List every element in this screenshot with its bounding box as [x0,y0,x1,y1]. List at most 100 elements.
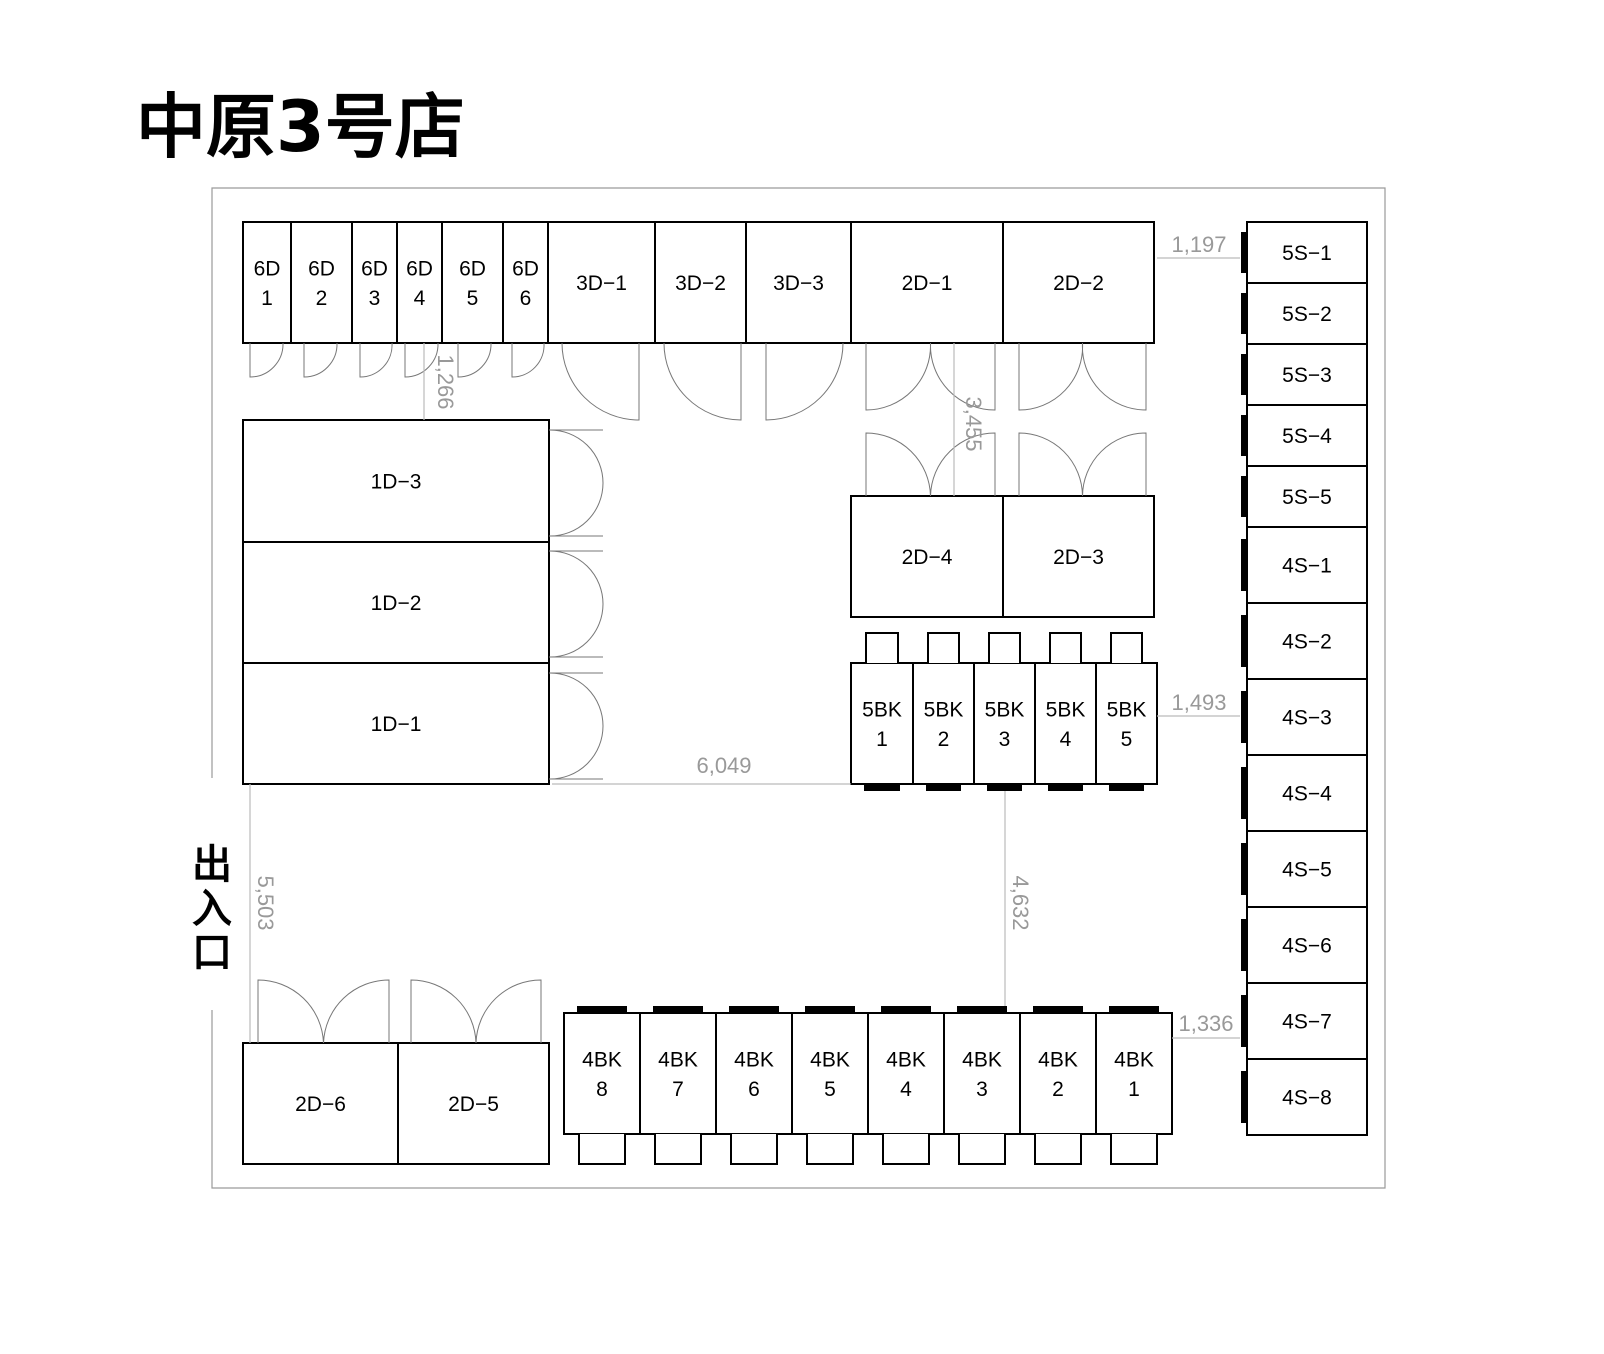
unit-4s-8-label: 4S−8 [1282,1087,1332,1110]
unit-5s-door-4 [1241,415,1247,456]
unit-5s-2-label: 5S−2 [1282,303,1332,326]
unit-5bk-door-2 [926,784,961,791]
unit-6d-5-label: 6D [459,257,486,280]
door-3d-2 [663,342,742,421]
unit-5s-3-label: 5S−3 [1282,364,1332,387]
door-6d-2 [303,342,338,378]
unit-5s-door-1 [1241,232,1247,273]
unit-4bk-notch-1 [1110,1134,1158,1165]
unit-4s-6-box [1246,906,1368,984]
unit-4bk-door-2 [1033,1006,1083,1013]
unit-4bk-door-4 [881,1006,931,1013]
unit-6d-2-label: 6D [308,257,335,280]
unit-4s-door-1 [1241,539,1247,591]
unit-4s-4-box [1246,754,1368,832]
unit-4bk-4-label: 4 [900,1078,912,1101]
unit-6d-4-label: 6D [406,257,433,280]
unit-4bk-2-label: 4BK [1038,1048,1078,1071]
unit-3d-2-box [654,221,747,344]
unit-4s-7-label: 4S−7 [1282,1011,1332,1034]
door-2d-bot-2 [410,979,542,1044]
door-1d-2 [548,550,604,658]
unit-5s-1-label: 5S−1 [1282,242,1332,265]
unit-4s-door-7 [1241,995,1247,1047]
unit-2d-top-1-box [850,221,1004,344]
unit-6d-1-label: 1 [261,287,273,310]
unit-1d-2-label: 1D−2 [371,592,422,615]
unit-6d-2-label: 2 [316,287,328,310]
door-3d-1 [561,342,640,421]
unit-4bk-6-label: 6 [748,1078,760,1101]
unit-6d-1-label: 6D [254,257,281,280]
unit-4bk-3-label: 3 [976,1078,988,1101]
unit-4s-3-label: 4S−3 [1282,707,1332,730]
unit-5bk-2-label: 2 [938,728,950,751]
unit-5bk-4-label: 4 [1060,728,1072,751]
unit-4bk-door-3 [957,1006,1007,1013]
unit-4s-door-6 [1241,919,1247,971]
site-boundary [211,187,1386,1189]
door-2d-mid-1 [865,432,996,497]
unit-3d-1-label: 3D−1 [576,272,627,295]
unit-6d-6-box [502,221,549,344]
unit-4s-door-2 [1241,615,1247,667]
door-6d-3 [359,342,393,378]
unit-5s-4-label: 5S−4 [1282,425,1332,448]
entrance-label: 出入口 [192,842,232,976]
door-6d-4 [404,342,439,378]
unit-4bk-door-6 [729,1006,779,1013]
unit-4s-door-5 [1241,843,1247,895]
unit-6d-3-label: 3 [369,287,381,310]
unit-5s-door-2 [1241,293,1247,334]
unit-2d-top-2-box [1002,221,1155,344]
unit-6d-1-box [242,221,292,344]
unit-1d-3-label: 1D−3 [371,471,422,494]
unit-5s-door-5 [1241,476,1247,517]
unit-5bk-5-label: 5 [1121,728,1133,751]
unit-6d-3-label: 6D [361,257,388,280]
unit-4bk-5-label: 5 [824,1078,836,1101]
unit-4bk-notch-5 [806,1134,854,1165]
unit-4bk-notch-3 [958,1134,1006,1165]
unit-2d-top-1-label: 2D−1 [902,272,953,295]
door-1d-1 [548,672,604,780]
unit-2d-bot-1-box [242,1042,399,1165]
unit-4s-door-8 [1241,1071,1247,1123]
unit-2d-mid-2-box [1002,495,1155,618]
unit-4bk-1-label: 4BK [1114,1048,1154,1071]
unit-4bk-5-label: 4BK [810,1048,850,1071]
unit-5bk-notch-5 [1110,632,1143,663]
unit-5s-5-box [1246,465,1368,528]
unit-5bk-door-1 [864,784,900,791]
unit-4bk-4-label: 4BK [886,1048,926,1071]
unit-4bk-2-box [1019,1012,1097,1135]
unit-5bk-notch-2 [927,632,960,663]
unit-5s-3-box [1246,343,1368,406]
door-3d-3 [765,342,844,421]
unit-5bk-2-label: 5BK [924,698,964,721]
page-title: 中原3号店 [136,86,465,168]
unit-6d-4-box [396,221,443,344]
unit-2d-bot-2-label: 2D−5 [448,1093,499,1116]
door-6d-6 [511,342,545,378]
unit-4s-1-box [1246,526,1368,604]
unit-3d-2-label: 3D−2 [675,272,726,295]
unit-2d-bot-2-box [397,1042,550,1165]
unit-6d-4-label: 4 [414,287,426,310]
unit-4bk-6-label: 4BK [734,1048,774,1071]
unit-6d-2-box [290,221,353,344]
unit-4bk-6-box [715,1012,793,1135]
unit-6d-5-label: 5 [467,287,479,310]
unit-4s-2-label: 4S−2 [1282,631,1332,654]
unit-5bk-notch-1 [865,632,899,663]
unit-1d-1-label: 1D−1 [371,713,422,736]
unit-1d-1-box [242,662,550,785]
unit-4s-door-4 [1241,767,1247,819]
door-1d-3 [548,429,604,537]
unit-3d-3-label: 3D−3 [773,272,824,295]
unit-4s-6-label: 4S−6 [1282,935,1332,958]
unit-6d-6-label: 6 [520,287,532,310]
unit-5s-5-label: 5S−5 [1282,486,1332,509]
unit-4bk-door-7 [653,1006,703,1013]
unit-4s-5-label: 4S−5 [1282,859,1332,882]
